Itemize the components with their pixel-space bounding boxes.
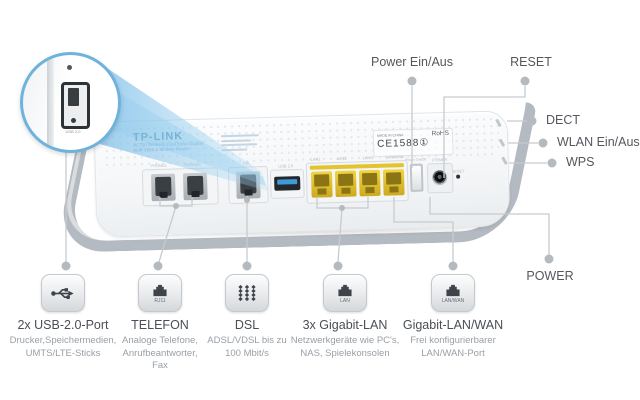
lan-yellow-strip [309, 163, 404, 170]
callout-lan-desc-1: Netzwerkgeräte wie PC's, [290, 335, 400, 346]
callout-lanwan: LAN/WAN Gigabit-LAN/WAN Frei konfigurier… [389, 274, 517, 360]
rj45-lan-icon [338, 284, 352, 297]
callout-telefon-desc-1: Analoge Telefone, [122, 335, 198, 346]
model-info-text [220, 134, 259, 153]
usb-magnifier-circle: USB 2.0 [20, 52, 121, 153]
dot-usb-callout [61, 261, 71, 271]
port-label-lan2: LAN2 [336, 155, 347, 162]
callout-dsl-title: DSL [234, 318, 260, 332]
reset-pinhole [456, 174, 461, 179]
lan-ports-recess [305, 160, 409, 204]
port-label-phone1: PHONE1 [150, 162, 167, 169]
dot-power-switch [407, 76, 417, 86]
label-reset: RESET [510, 55, 552, 69]
lanwan-port [382, 169, 405, 196]
lan3-port [358, 169, 381, 197]
dsl-icon [238, 284, 256, 301]
dot-power-jack [544, 254, 554, 264]
port-label-usb: USB 2.0 [278, 163, 294, 169]
dsl-tile [225, 274, 269, 312]
label-wps: WPS [566, 155, 595, 169]
label-power: POWER [526, 269, 574, 283]
callout-lan: LAN 3x Gigabit-LAN Netzwerkgeräte wie PC… [283, 274, 407, 360]
dot-lan-callout [333, 261, 343, 271]
usb-port-closeup [61, 82, 90, 129]
rj11-caption: RJ11 [154, 298, 166, 304]
dot-wps [547, 158, 557, 168]
callout-lan-desc-2: NAS, Spielekonsolen [300, 347, 390, 359]
port-label-phone2: PHONE2 [184, 161, 201, 168]
phone2-port [182, 172, 208, 201]
lan2-port [334, 170, 357, 198]
callout-dsl-desc-2: 100 Mbit/s [225, 347, 269, 359]
phone1-port [150, 173, 176, 202]
power-switch [409, 163, 424, 192]
port-label-lan3: LAN3 [362, 155, 373, 161]
callout-dsl: DSL ADSL/VDSL bis zu 100 Mbit/s [199, 274, 295, 360]
port-label-power-jack: POWER [432, 156, 448, 163]
callout-usb: 2x USB-2.0-Port Drucker,Speichermedien, … [2, 274, 124, 360]
callout-usb-desc-2: UMTS/LTE-Sticks [25, 347, 101, 359]
wps-button [501, 156, 508, 165]
lan1-port [310, 171, 333, 198]
port-label-lan1: LAN1 [310, 156, 321, 162]
screw-dot [67, 65, 72, 70]
lanwan-tile: LAN/WAN [431, 274, 475, 312]
usb-closeup-caption: USB 2.0 [65, 129, 81, 134]
callout-dsl-desc-1: ADSL/VDSL bis zu [207, 335, 287, 346]
callout-telefon-desc-3: Fax [152, 360, 168, 372]
callout-telefon-desc-2: Anrufbeantworter, [122, 347, 198, 359]
lan-caption: LAN [340, 298, 350, 304]
dsl-port [235, 171, 261, 199]
dsl-port-recess [227, 165, 269, 205]
dot-dsl-callout [242, 261, 252, 271]
phone-ports-recess [141, 167, 219, 207]
label-dect: DECT [546, 113, 581, 127]
dot-wlan [538, 138, 548, 148]
callout-telefon-title: TELEFON [131, 318, 189, 332]
callout-lan-title: 3x Gigabit-LAN [302, 318, 388, 332]
usb-tile [41, 274, 85, 312]
power-jack [426, 162, 454, 194]
usb-icon [51, 287, 74, 299]
rohs-mark: RoHS [431, 129, 450, 138]
callout-usb-desc-1: Drucker,Speichermedien, [9, 335, 117, 346]
wlan-button [499, 138, 506, 147]
usb-port [274, 176, 301, 191]
label-power-einaus: Power Ein/Aus [371, 55, 453, 69]
callout-telefon: RJ11 TELEFON Analoge Telefone, Anrufbean… [110, 274, 210, 373]
rj11-icon [153, 284, 167, 297]
dot-phone-callout [153, 261, 163, 271]
brand-block: TP-LINK AC750 Wireless Dual Band Gigabit… [133, 130, 204, 154]
callout-lanwan-desc-1: Frei konfigurierbarer [410, 335, 496, 346]
dot-lanwan-callout [448, 261, 458, 271]
dot-reset [520, 76, 530, 86]
lan-tile: LAN [323, 274, 367, 312]
label-wlan-einaus: WLAN Ein/Aus [557, 135, 640, 149]
lanwan-caption: LAN/WAN [441, 298, 465, 304]
rj45-lanwan-icon [446, 284, 460, 297]
callout-lanwan-desc-2: LAN/WAN-Port [421, 347, 485, 359]
ce-mark: CE1588① [377, 137, 430, 150]
callout-usb-title: 2x USB-2.0-Port [17, 318, 109, 332]
callout-lanwan-title: Gigabit-LAN/WAN [402, 318, 504, 332]
made-in-text: MADE IN CHINA [376, 132, 404, 138]
router-back-panel: TP-LINK AC750 Wireless Dual Band Gigabit… [93, 110, 511, 238]
compliance-label: MADE IN CHINA RoHS CE1588① [372, 127, 454, 157]
rj11-tile: RJ11 [138, 274, 182, 312]
panel-edge [47, 55, 54, 150]
usb-port-recess [269, 168, 305, 199]
